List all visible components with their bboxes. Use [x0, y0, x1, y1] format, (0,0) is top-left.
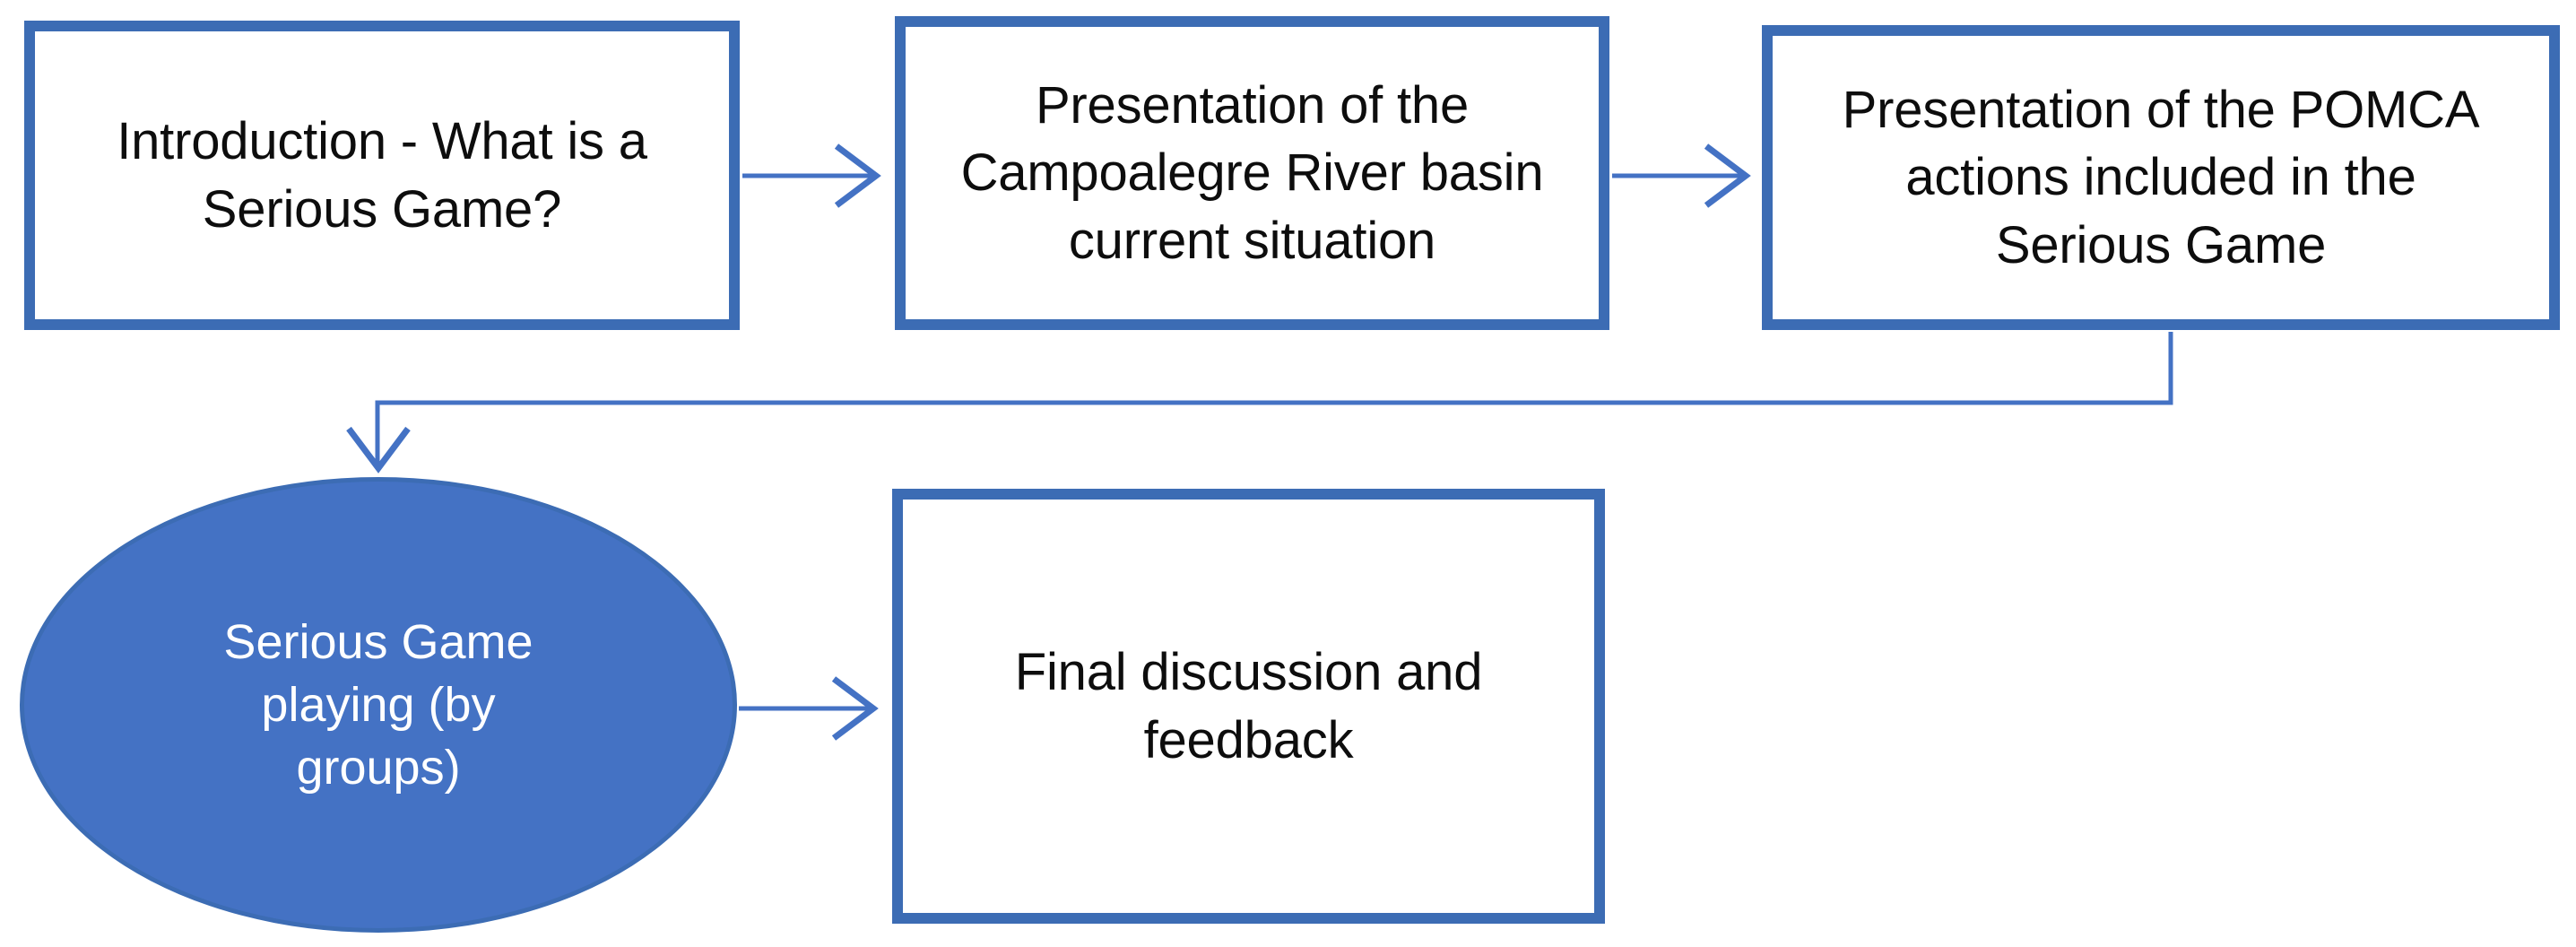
node-final-discussion[interactable]: Final discussion and feedback	[892, 489, 1605, 924]
edge-basin-to-pomca	[1612, 143, 1751, 208]
node-pomca-presentation-label: Presentation of the POMCA actions includ…	[1842, 80, 2480, 274]
arrowhead-icon	[834, 143, 881, 208]
node-serious-game-playing[interactable]: Serious Game playing (by groups)	[20, 477, 737, 933]
node-introduction[interactable]: Introduction - What is a Serious Game?	[24, 21, 740, 330]
edge-pomca-to-play	[346, 332, 2173, 474]
node-final-discussion-label: Final discussion and feedback	[1014, 643, 1483, 769]
node-serious-game-playing-label: Serious Game playing (by groups)	[223, 614, 533, 795]
arrowhead-icon	[346, 426, 411, 474]
node-pomca-presentation[interactable]: Presentation of the POMCA actions includ…	[1762, 25, 2560, 330]
node-introduction-label: Introduction - What is a Serious Game?	[117, 112, 647, 239]
edge-play-to-final	[739, 676, 879, 741]
arrowhead-icon	[1704, 143, 1751, 208]
arrowhead-icon	[831, 676, 879, 741]
node-basin-presentation[interactable]: Presentation of the Campoalegre River ba…	[895, 16, 1609, 330]
edge-intro-to-basin	[742, 143, 881, 208]
node-basin-presentation-label: Presentation of the Campoalegre River ba…	[960, 75, 1544, 270]
